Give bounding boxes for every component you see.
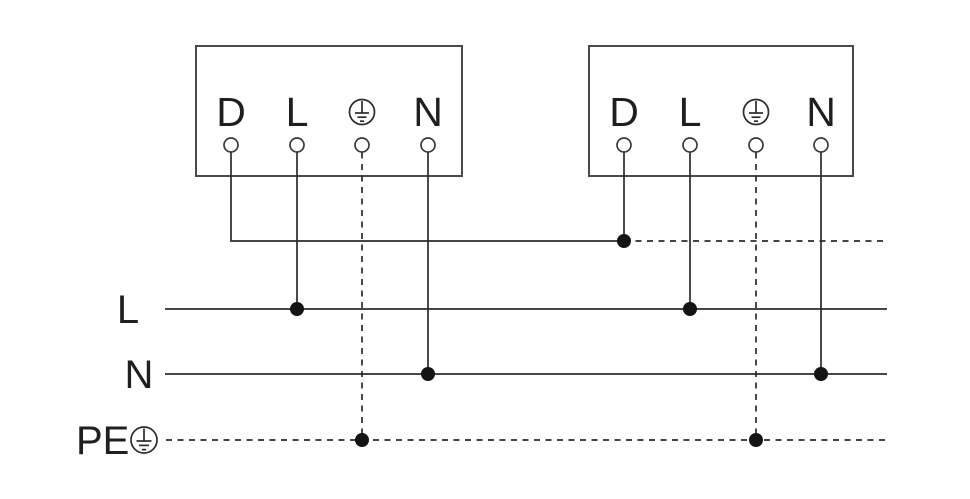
junction-dots [290,234,828,447]
wire-device1-d-to-device2-d [230,152,624,242]
bus-lines [165,308,889,441]
device1-terminal-l-label: L [286,89,309,135]
junction-dot-d [617,234,631,248]
device1-terminal-d-label: D [216,89,246,135]
device1-terminal-n-label: N [413,89,443,135]
protective-earth-icon [742,98,770,126]
device2-terminal-n-label: N [806,89,836,135]
bus-l-label: L [117,288,139,332]
junction-dot-n-device1 [421,367,435,381]
protective-earth-icon [130,426,158,454]
device1-terminal-l-pin [289,137,305,153]
device1-outline [195,45,463,177]
device-1: D L N [195,45,463,177]
junction-dot-pe-device2 [749,433,763,447]
device2-terminal-pe-pin [748,137,764,153]
device2-terminal-l-pin [682,137,698,153]
junction-dot-l-device1 [290,302,304,316]
device1-wires [230,152,624,440]
junction-dot-l-device2 [683,302,697,316]
device2-terminal-d-pin [616,137,632,153]
junction-dot-pe-device1 [355,433,369,447]
bus-pe-label: PE [76,419,129,463]
bus-labels: L N PE [76,288,158,463]
device1-terminal-n-pin [420,137,436,153]
device1-terminal-pe-pin [354,137,370,153]
device2-outline [588,45,854,177]
device1-terminal-d-pin [223,137,239,153]
junction-dot-n-device2 [814,367,828,381]
protective-earth-icon [348,98,376,126]
device2-terminal-n-pin [813,137,829,153]
bus-n-label: N [125,353,154,397]
device2-terminal-l-label: L [679,89,702,135]
device-2: D L N [588,45,854,177]
device2-wires [623,152,887,440]
device2-terminal-d-label: D [609,89,639,135]
